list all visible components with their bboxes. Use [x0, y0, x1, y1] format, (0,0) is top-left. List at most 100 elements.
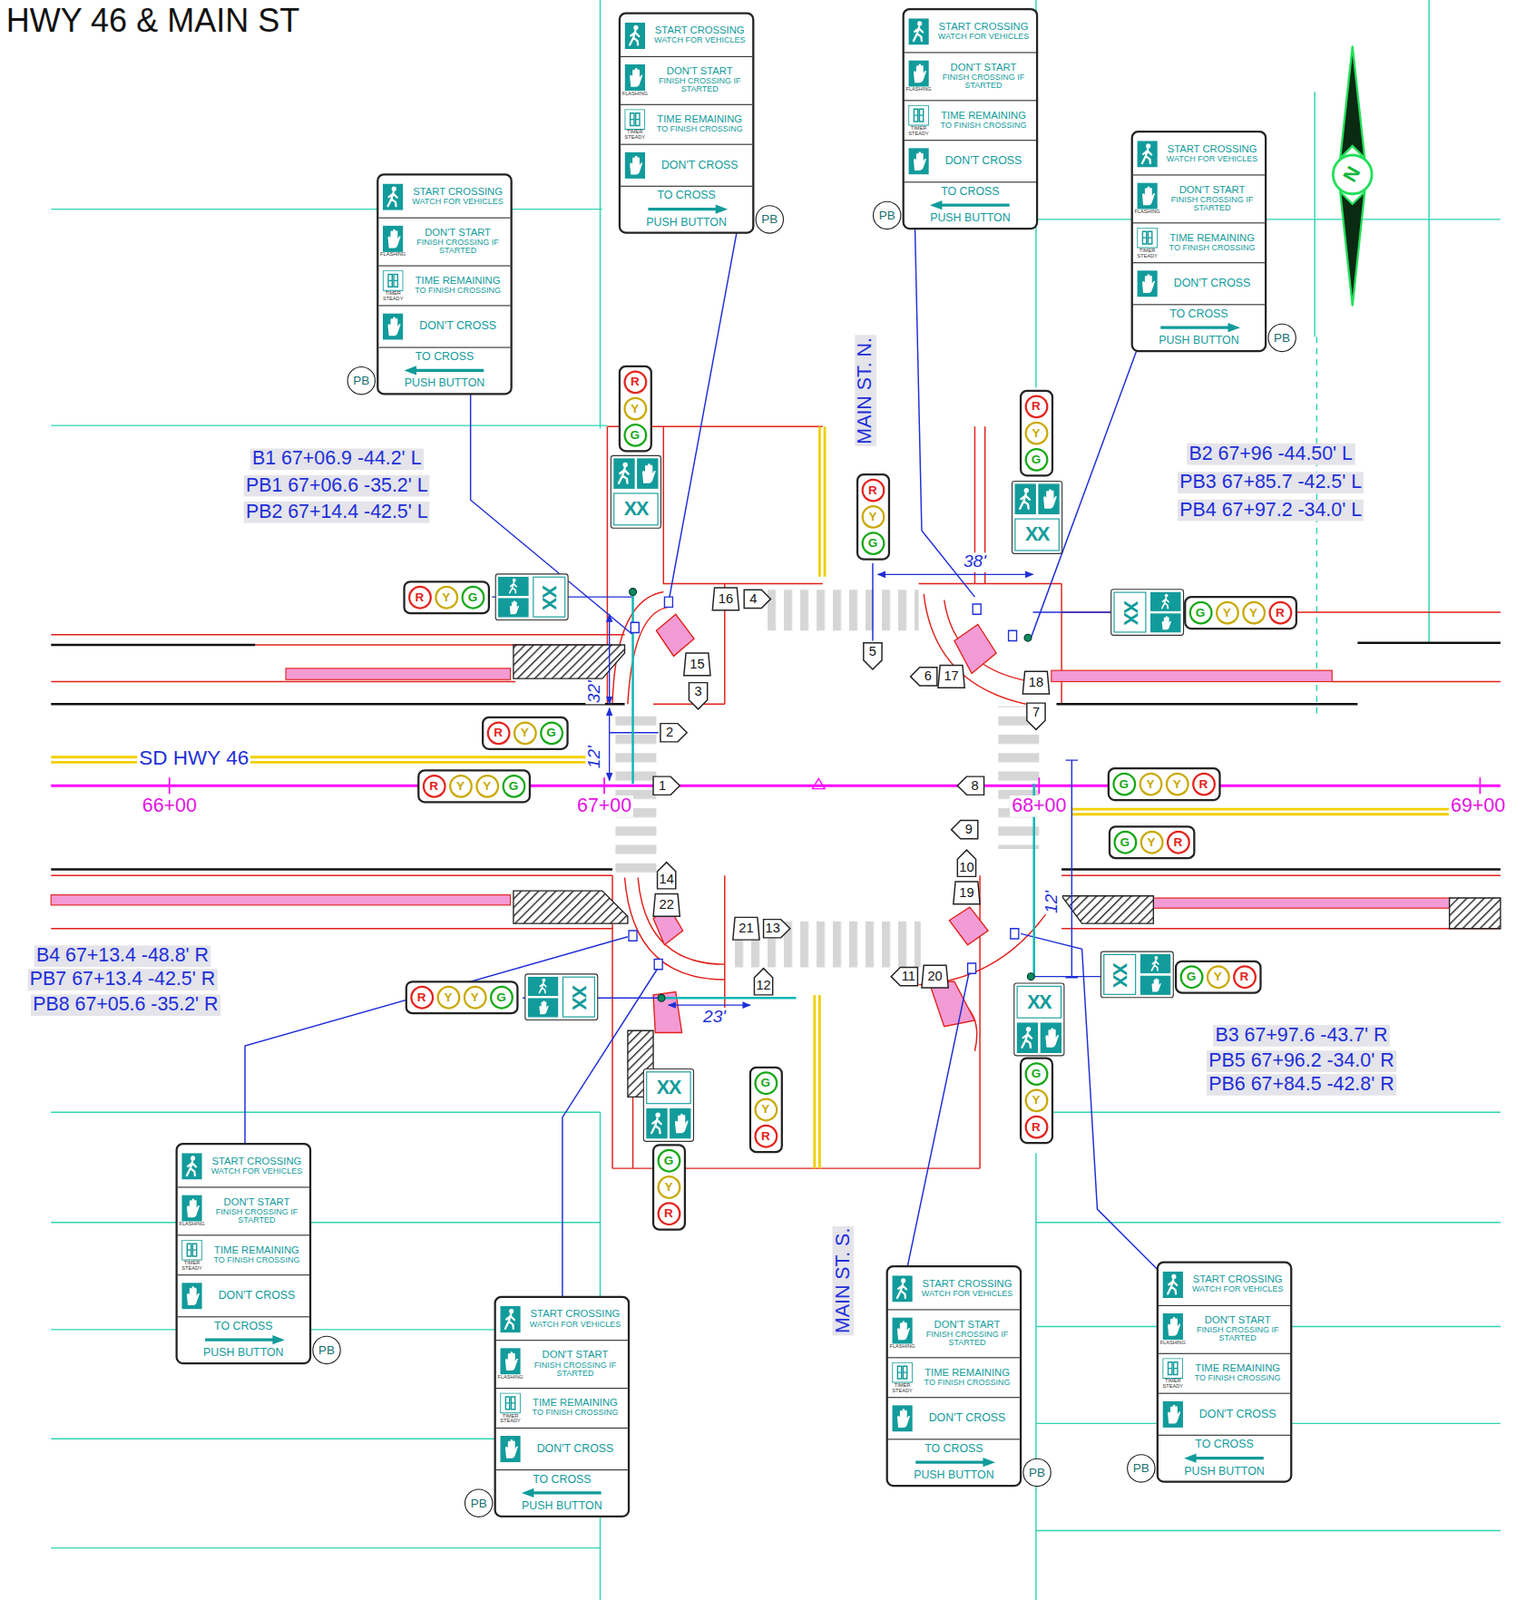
sign-icon-cell: [177, 1282, 205, 1310]
sign-text: DON'T CROSS: [917, 1412, 1017, 1425]
icon-ground: [891, 1361, 913, 1383]
signal-lens: R: [860, 478, 885, 502]
signal-lens: Y: [1139, 830, 1164, 854]
sign-text: DON'T START: [206, 1197, 306, 1209]
sign-icon-cell: TIMERSTEADY: [1158, 1358, 1185, 1390]
walk-icon: [613, 458, 636, 490]
sign-text: TO CROSS: [924, 1443, 983, 1456]
signal-lens: Y: [1138, 772, 1163, 796]
signal-head: GYYR: [1183, 595, 1298, 629]
callout-number: 9: [965, 822, 973, 838]
hand-icon: [499, 1348, 521, 1375]
icon-ground: [891, 1318, 913, 1345]
sign-row: FLASHINGDON'T STARTFINISH CROSSING IF ST…: [904, 53, 1037, 102]
signal-head: GYYR: [1106, 766, 1221, 801]
sign-text-cell: DON'T STARTFINISH CROSSING IF STARTED: [1159, 182, 1265, 216]
hand-icon: [891, 1405, 913, 1432]
push-button-callout: PB: [347, 366, 377, 396]
sign-text-cell: TIME REMAININGTO FINISH CROSSING: [1159, 231, 1265, 255]
signal-poles: [633, 592, 1035, 999]
signal-lens: Y: [860, 504, 885, 529]
icon-figure: [1167, 1317, 1181, 1337]
sign-row: START CROSSINGWATCH FOR VEHICLES: [177, 1144, 310, 1188]
north-arrow-head: [1340, 46, 1365, 159]
sign-row: START CROSSINGWATCH FOR VEHICLES: [888, 1267, 1020, 1311]
walker-head: [900, 1278, 906, 1283]
sign-text: PUSH BUTTON: [1158, 334, 1239, 347]
sign-text: FINISH CROSSING IF STARTED: [650, 77, 750, 95]
hand-icon: [636, 458, 659, 490]
signal-lens: G: [623, 422, 647, 447]
signal-lens: R: [656, 1202, 681, 1226]
icon-caption: FLASHING: [1134, 209, 1161, 216]
sign-text: DON'T CROSS: [1188, 1408, 1288, 1421]
signal-lens: Y: [753, 1097, 778, 1122]
hand-shape: [1045, 1027, 1059, 1048]
hand-icon: [498, 597, 529, 617]
callout-shape: [653, 894, 680, 918]
icon-figure: [1167, 1405, 1181, 1425]
icon-ground: [1162, 1271, 1184, 1298]
signal-lens: R: [753, 1124, 778, 1148]
walk-icon: [181, 1153, 203, 1180]
icon-ground: [499, 1392, 521, 1414]
arrow-shape: [915, 1457, 996, 1468]
pedestrian-icons: [1148, 589, 1184, 636]
walker-body: [538, 982, 546, 994]
countdown-box: XX: [562, 977, 596, 1018]
sign-row: FLASHINGDON'T STARTFINISH CROSSING IF ST…: [888, 1310, 1020, 1360]
pedestrian-sign: START CROSSINGWATCH FOR VEHICLESFLASHING…: [618, 12, 755, 235]
icon-figure: [186, 1243, 196, 1257]
signal-head: GYR: [1018, 1056, 1053, 1145]
sign-row: TIMERSTEADYTIME REMAININGTO FINISH CROSS…: [378, 266, 510, 307]
sign-text: FINISH CROSSING IF STARTED: [1162, 195, 1262, 214]
icon-ground: [498, 577, 529, 597]
survey-line: [50, 784, 1501, 788]
sign-icon-cell: [1158, 1401, 1185, 1429]
signal-head: RYG: [855, 472, 890, 560]
icon-caption: FLASHING: [890, 1344, 916, 1350]
hand-icon: [1136, 183, 1158, 210]
sign-text-cell: TIME REMAININGTO FINISH CROSSING: [930, 108, 1037, 133]
sign-text: WATCH FOR VEHICLES: [1162, 155, 1262, 165]
sign-text-cell: START CROSSINGWATCH FOR VEHICLES: [930, 19, 1037, 43]
station-number: 66+00: [139, 795, 199, 818]
sign-text: TO FINISH CROSSING: [206, 1256, 306, 1266]
sign-text: PUSH BUTTON: [929, 212, 1010, 225]
walker-head: [190, 1155, 196, 1161]
walker-head: [1026, 1027, 1031, 1032]
countdown-text: XX: [1109, 962, 1131, 987]
dimension-line: [878, 574, 1034, 576]
walker-body: [1162, 597, 1169, 609]
walk-icon: [891, 1275, 913, 1302]
signal-lens: G: [1188, 600, 1213, 625]
cross-direction-arrow: [401, 365, 489, 376]
hand-icon: [1136, 270, 1158, 297]
icon-figure: [1151, 978, 1161, 993]
icon-ground: [1037, 483, 1060, 515]
sidewalk-strip: [50, 895, 510, 906]
sign-text-cell: DON'T STARTFINISH CROSSING IF STARTED: [522, 1348, 628, 1381]
sign-text: TIME REMAINING: [650, 114, 750, 126]
arrow-shape: [929, 200, 1009, 210]
sign-icon-cell: [904, 18, 931, 45]
signal-lens: R: [1268, 600, 1292, 625]
sign-text-cell: TIME REMAININGTO FINISH CROSSING: [646, 112, 753, 137]
sign-text: WATCH FOR VEHICLES: [650, 36, 750, 46]
sign-row: TIMERSTEADYTIME REMAININGTO FINISH CROSS…: [904, 100, 1037, 141]
curb-and-row-lines: [50, 426, 1501, 1169]
pedestrian-signal-head: XX: [1013, 982, 1065, 1057]
callout-number: 11: [901, 969, 916, 985]
sign-text: FINISH CROSSING IF STARTED: [525, 1360, 625, 1379]
walker-head: [917, 20, 922, 26]
signal-head: RYG: [1018, 389, 1053, 477]
icon-ground: [181, 1282, 203, 1310]
sign-icon-cell: TIMERSTEADY: [177, 1239, 205, 1272]
countdown-text: XX: [538, 585, 560, 609]
sign-text-cell: DON'T STARTFINISH CROSSING IF STARTED: [914, 1317, 1020, 1350]
icon-ground: [1162, 1358, 1184, 1380]
arrow-shape: [647, 205, 728, 215]
icon-ground: [1162, 1401, 1184, 1429]
icon-ground: [625, 21, 646, 49]
icon-ground: [382, 183, 404, 210]
